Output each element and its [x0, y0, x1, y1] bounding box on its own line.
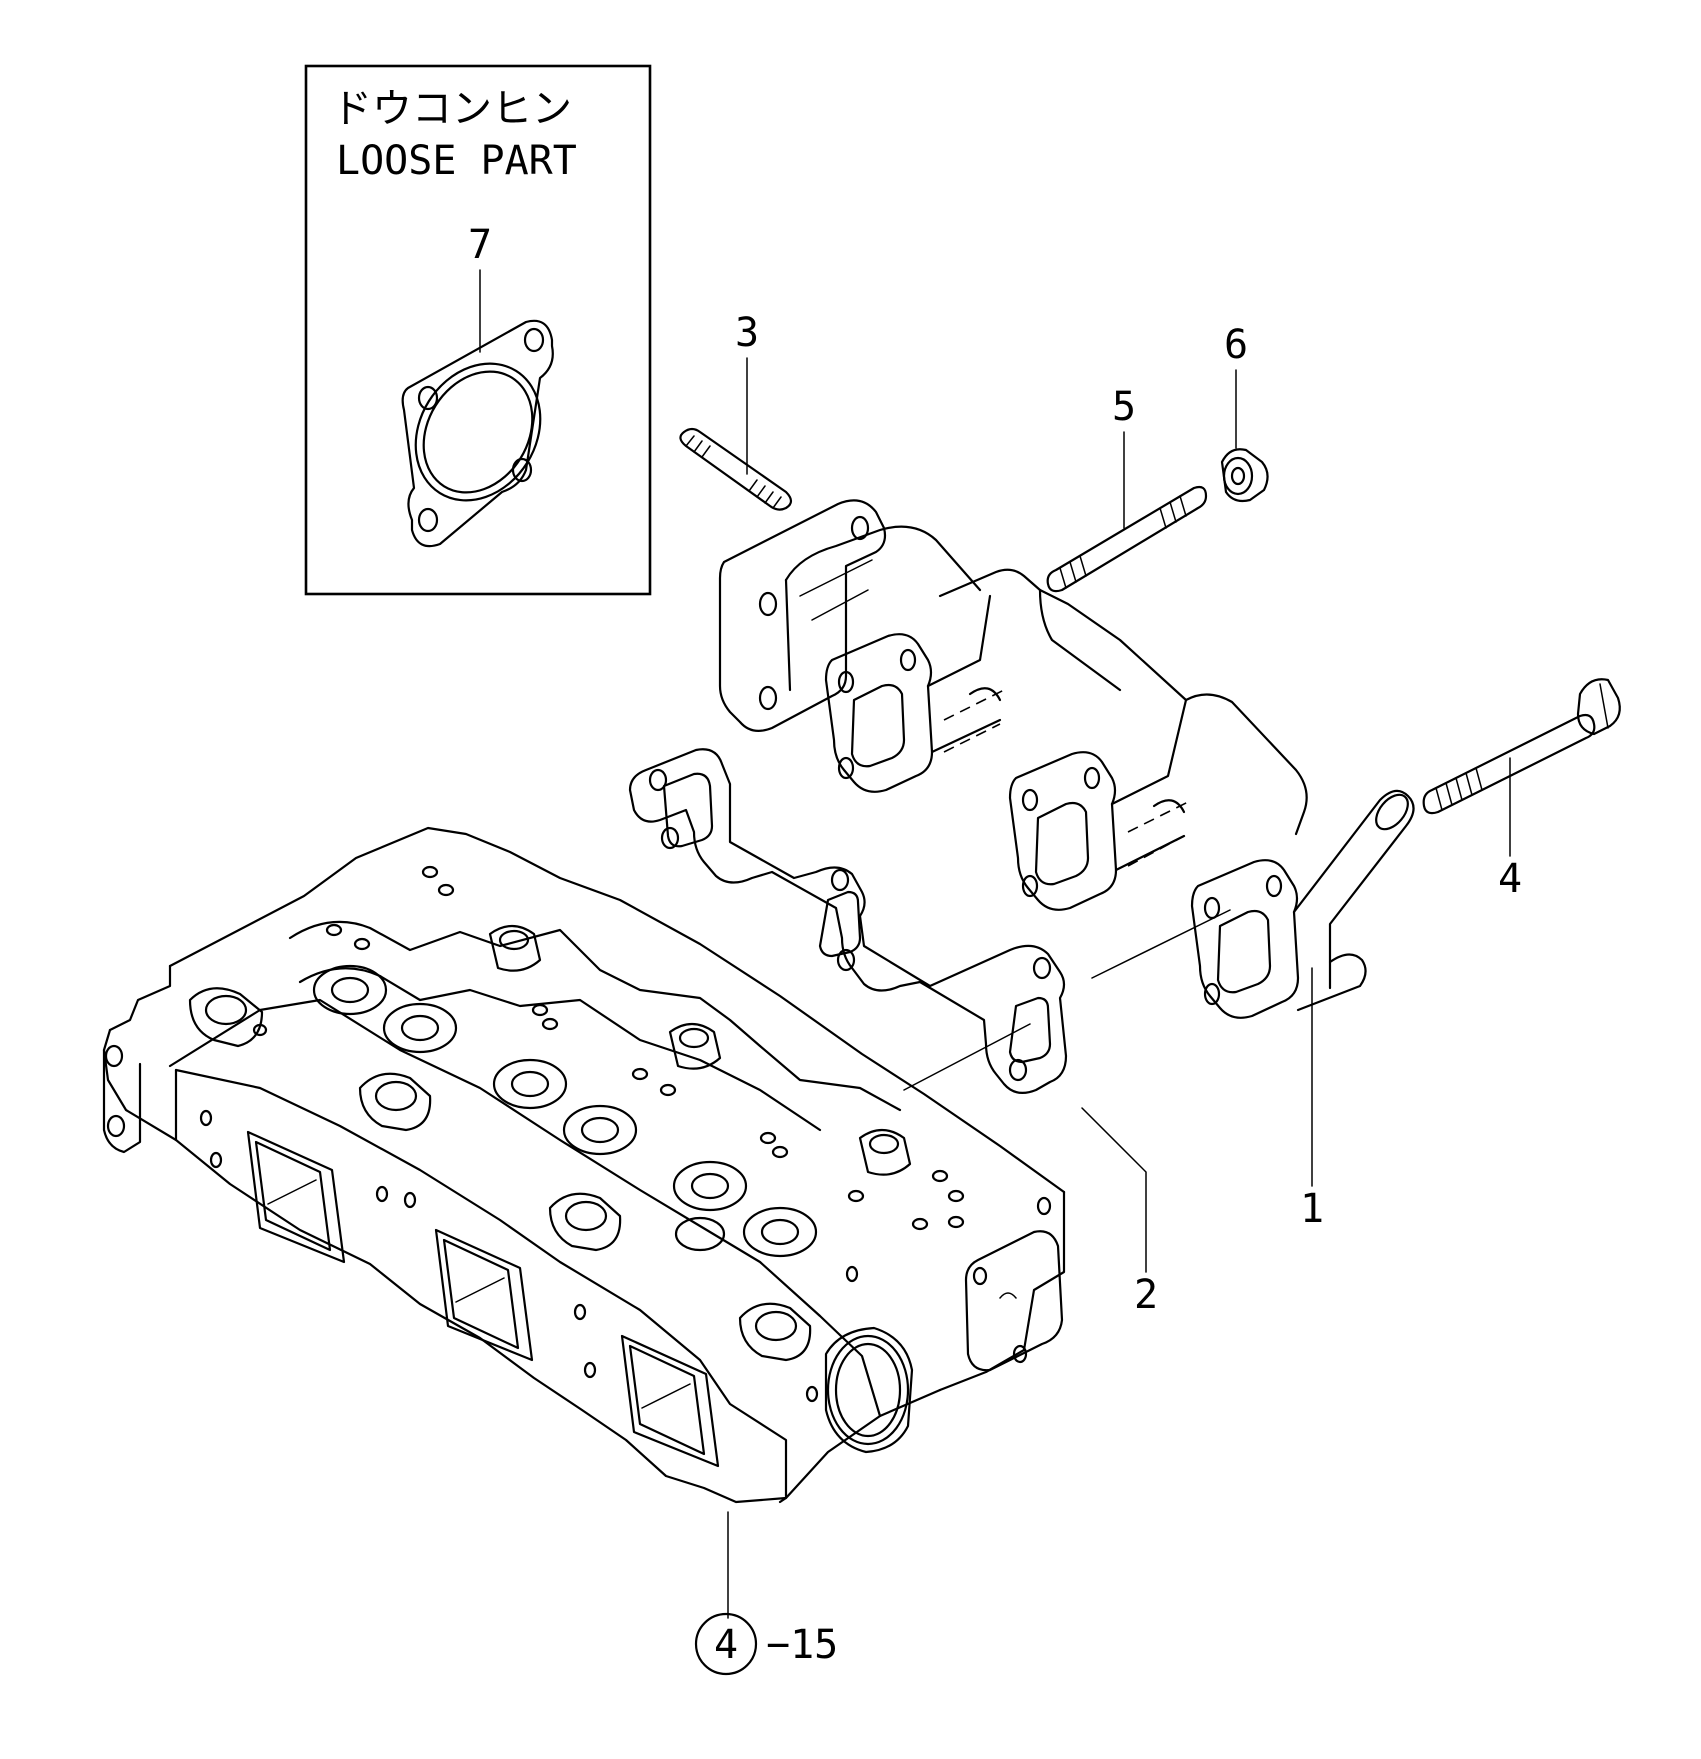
- loose-part-title-en: LOOSE PART: [336, 138, 577, 184]
- reference-circle: [694, 1612, 758, 1676]
- loose-part-title-jp: ドウコンヒン: [332, 86, 572, 132]
- callout-2: 2: [1134, 1272, 1158, 1318]
- callout-7: 7: [468, 222, 492, 268]
- callout-6: 6: [1224, 322, 1248, 368]
- cylinder-head-drawing: [102, 826, 1066, 1504]
- stud-3-drawing: [679, 427, 793, 511]
- stud-5-drawing: [1046, 485, 1208, 593]
- callout-1: 1: [1300, 1186, 1324, 1232]
- callout-3: 3: [735, 310, 759, 356]
- manifold-gasket-2-drawing: [628, 748, 1068, 1095]
- gasket-7-drawing: [401, 319, 554, 548]
- reference-page-suffix: −15: [766, 1622, 838, 1668]
- reference-number: 4: [714, 1622, 738, 1668]
- callout-5: 5: [1112, 384, 1136, 430]
- nut-6-drawing: [1220, 448, 1269, 503]
- exhaust-manifold-1-drawing: [718, 499, 1415, 1019]
- callout-4: 4: [1498, 856, 1522, 902]
- bolt-4-drawing: [1422, 678, 1621, 815]
- loose-part-box: ドウコンヒン LOOSE PART 7: [304, 64, 652, 596]
